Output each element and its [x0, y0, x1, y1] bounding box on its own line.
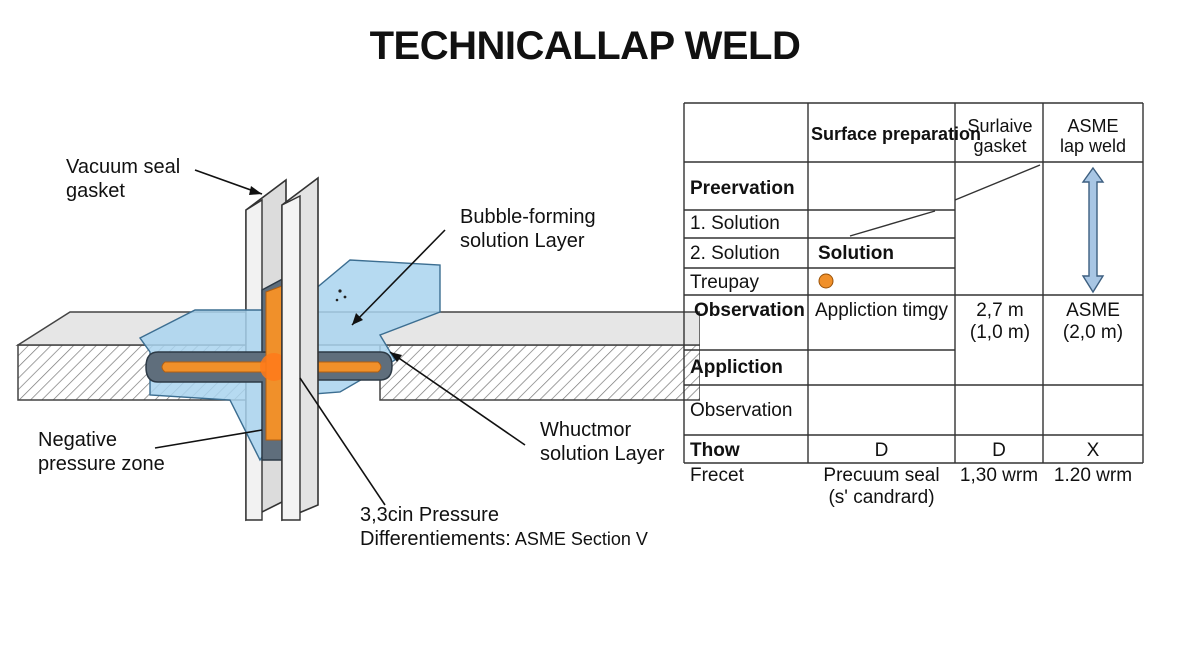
label-bubble-forming: Bubble-forming solution Layer [460, 206, 596, 252]
header-asme-lap-weld: ASME lap weld [1059, 116, 1127, 156]
header-surlaive-gasket: Surlaive gasket [967, 116, 1033, 156]
row-solution-1: 1. Solution [690, 213, 780, 234]
front-plate-face [281, 194, 301, 521]
row-observation-2: Observation [690, 400, 793, 421]
arrowhead [390, 352, 402, 362]
leader-negative [154, 429, 263, 449]
row-thow-col4: X [1086, 440, 1100, 461]
header-surface-preparation: Surface preparation [811, 124, 982, 144]
bubble-dot [343, 295, 347, 299]
row-appliction: Appliction [690, 357, 783, 378]
row-frecet-col4: 1.20 wrm [1053, 465, 1133, 486]
page-title: TECHNICALLAP WELD [369, 24, 801, 68]
leader-bubble [351, 229, 446, 326]
double-arrow [1081, 166, 1105, 294]
arrowhead [249, 186, 262, 195]
pressure-rest: ASME Section V [510, 529, 648, 549]
row-solution-2-value: Solution [818, 243, 894, 264]
row-thow-col3: D [992, 440, 1006, 461]
row-frecet: Frecet [690, 465, 744, 486]
label-vacuum-seal: Vacuum seal gasket [66, 156, 181, 202]
row-frecet-col2: Precuum seal (s' candrard) [823, 465, 940, 508]
arrowhead [352, 313, 363, 325]
row-observation: Observation [694, 300, 805, 321]
row-solution-2: 2. Solution [690, 243, 780, 264]
row-observation-asme: ASME (2,0 m) [1062, 300, 1124, 343]
leader-pressure [299, 377, 386, 506]
pressure-bold: Differentiements: [360, 528, 511, 550]
label-pressure: 3,3cin Pressure Differentiements: ASME S… [360, 504, 648, 550]
leader-whuctmor [389, 351, 526, 446]
row-thow: Thow [690, 440, 740, 461]
label-negative-pressure: Negative pressure zone [38, 429, 165, 475]
bubble-dot [335, 298, 339, 302]
row-frecet-col3: 1,30 wrm [959, 465, 1039, 486]
label-whuctmor: Whuctmor solution Layer [540, 419, 665, 465]
row-treupay: Treupay [690, 272, 759, 293]
row-preervation: Preervation [690, 178, 795, 199]
row-observation-gasket: 2,7 m (1,0 m) [969, 300, 1031, 343]
row-observation-value: Appliction timgy [815, 300, 949, 321]
row-thow-col2: D [874, 440, 889, 461]
lap-weld-diagram [15, 169, 700, 522]
bubble-dot [338, 289, 342, 293]
treupay-dot [818, 273, 834, 289]
weld-center [260, 353, 288, 381]
